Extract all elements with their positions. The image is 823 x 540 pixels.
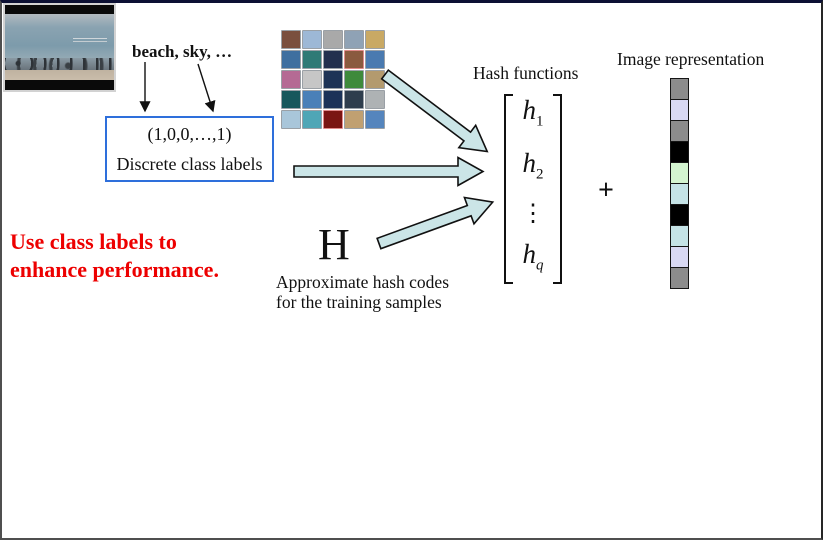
photo-rocks [5, 58, 114, 70]
photo-watermark [73, 38, 107, 39]
collage-thumbnail [302, 30, 322, 49]
representation-cell [670, 99, 689, 121]
collage-thumbnail [323, 50, 343, 69]
hash-codes-caption-line-2: for the training samples [276, 292, 442, 312]
collage-thumbnail [302, 90, 322, 109]
collage-thumbnail [302, 70, 322, 89]
flow-arrow-labels [293, 156, 485, 187]
collage-thumbnail [281, 50, 301, 69]
hash-codes-symbol: H [318, 220, 350, 269]
collage-thumbnail [323, 30, 343, 49]
representation-column [670, 78, 689, 289]
collage-thumbnail [344, 110, 364, 129]
collage-thumbnail [344, 70, 364, 89]
representation-cell [670, 246, 689, 268]
letterbox-bar-top [5, 5, 114, 14]
hash-vector-entries: h1 h2 ⋮ hq [513, 94, 553, 284]
thumbnail-collage [281, 30, 385, 129]
hash-vector-entry: hq [522, 238, 544, 273]
collage-thumbnail [365, 110, 385, 129]
representation-cell [670, 120, 689, 142]
collage-thumbnail [281, 30, 301, 49]
collage-thumbnail [281, 110, 301, 129]
collage-thumbnail [323, 90, 343, 109]
collage-thumbnail [344, 30, 364, 49]
representation-cell [670, 183, 689, 205]
flow-arrow-collage [380, 68, 489, 153]
hash-vector-entry: h1 [522, 95, 544, 130]
collage-thumbnail [281, 90, 301, 109]
beach-photo [3, 3, 116, 92]
class-label-box: (1,0,0,…,1) Discrete class labels [105, 116, 274, 182]
class-label-vector: (1,0,0,…,1) [147, 124, 232, 144]
plus-sign: + [598, 175, 614, 206]
hash-vector-entry: h2 [522, 148, 544, 183]
representation-cell [670, 204, 689, 226]
collage-thumbnail [365, 90, 385, 109]
bracket-left [504, 94, 513, 284]
class-tags-label: beach, sky, … [132, 42, 233, 61]
highlight-line-2: enhance performance. [10, 257, 219, 282]
image-representation-label: Image representation [617, 49, 765, 69]
bracket-right [553, 94, 562, 284]
photo-sand [5, 70, 114, 80]
collage-thumbnail [281, 70, 301, 89]
class-label-caption: Discrete class labels [116, 154, 263, 174]
collage-thumbnail [323, 70, 343, 89]
representation-cell [670, 141, 689, 163]
tag-to-label-arrows [139, 62, 216, 113]
hash-codes-caption: Approximate hash codes for the training … [276, 272, 449, 312]
collage-thumbnail [365, 30, 385, 49]
collage-thumbnail [323, 110, 343, 129]
highlight-text: Use class labels to enhance performance. [10, 228, 219, 284]
representation-cell [670, 225, 689, 247]
representation-cell [670, 267, 689, 289]
collage-thumbnail [365, 50, 385, 69]
representation-cell [670, 78, 689, 100]
collage-thumbnail [344, 90, 364, 109]
collage-thumbnail [302, 110, 322, 129]
hash-codes-caption-line-1: Approximate hash codes [276, 272, 450, 292]
hash-vector: h1 h2 ⋮ hq [504, 94, 562, 284]
hash-functions-label: Hash functions [473, 63, 579, 83]
flow-arrow-hashcodes [376, 196, 495, 250]
collage-thumbnail [302, 50, 322, 69]
representation-cell [670, 162, 689, 184]
photo-sea [5, 14, 114, 58]
letterbox-bar-bottom [5, 80, 114, 90]
highlight-line-1: Use class labels to [10, 229, 177, 254]
hash-vector-entry: ⋮ [521, 201, 545, 227]
collage-thumbnail [344, 50, 364, 69]
